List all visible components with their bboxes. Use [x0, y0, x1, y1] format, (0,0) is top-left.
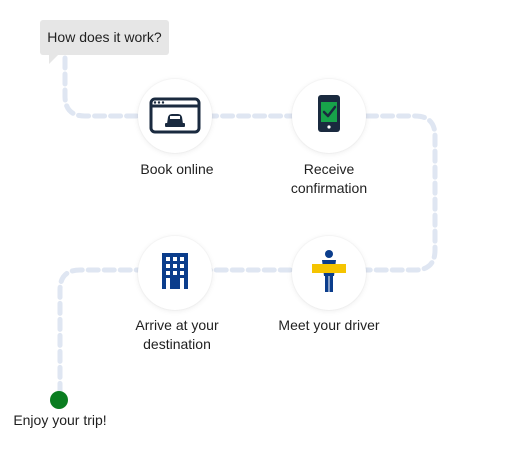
- step-label-line2: confirmation: [290, 180, 368, 196]
- step-label-line1: Receive: [303, 161, 355, 177]
- bubble-tail: [49, 55, 58, 64]
- step-arrive-destination: [138, 236, 212, 310]
- step-receive-confirmation: [292, 79, 366, 153]
- how-it-works-bubble: How does it work?: [40, 20, 169, 55]
- finish-dot: [50, 391, 68, 409]
- step-label-line1: Book online: [140, 161, 214, 177]
- step-label-arrive-destination: Arrive at your destination: [97, 316, 257, 354]
- step-label-line2: destination: [143, 336, 211, 352]
- step-label-line1: Arrive at your: [135, 317, 219, 333]
- step-label-line1: Meet your driver: [278, 317, 380, 333]
- building-icon: [162, 253, 188, 289]
- step-label-book-online: Book online: [97, 160, 257, 179]
- driver-sign-icon: [312, 250, 346, 292]
- step-label-meet-driver: Meet your driver: [249, 316, 409, 335]
- browser-car-icon: [149, 97, 201, 134]
- phone-check-icon: [318, 95, 340, 132]
- finish-label: Enjoy your trip!: [13, 412, 107, 428]
- step-label-receive-confirmation: Receive confirmation: [249, 160, 409, 198]
- step-meet-driver: [292, 236, 366, 310]
- step-book-online: [138, 79, 212, 153]
